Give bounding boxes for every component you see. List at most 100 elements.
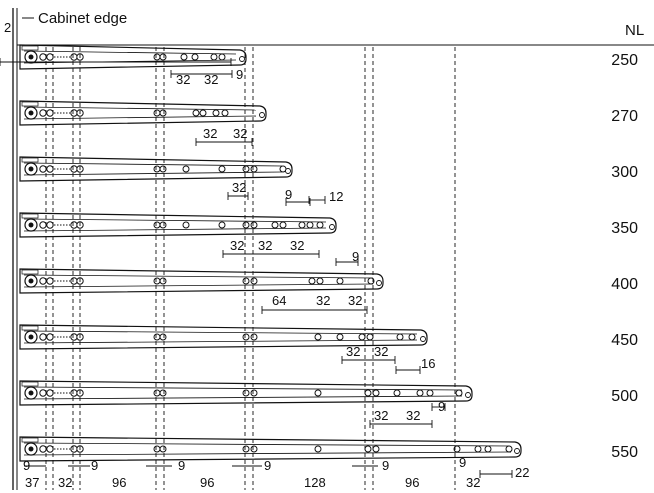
mounting-hole xyxy=(242,165,250,173)
drawer-rail xyxy=(19,100,267,126)
front-roller-hub xyxy=(28,390,34,396)
mounting-hole xyxy=(159,109,167,117)
rail-top-edge xyxy=(23,442,512,447)
mounting-hole xyxy=(153,277,161,285)
rear-roller xyxy=(514,448,520,454)
mounting-hole xyxy=(39,277,47,285)
mounting-hole xyxy=(39,221,47,229)
mounting-hole xyxy=(336,333,344,341)
mounting-hole xyxy=(271,221,279,229)
nl-label-500: 500 xyxy=(611,388,638,405)
rear-roller xyxy=(239,56,245,62)
mounting-hole xyxy=(242,445,250,453)
mounting-hole xyxy=(218,53,226,61)
mounting-hole xyxy=(159,165,167,173)
mounting-hole xyxy=(426,389,434,397)
rail-top-edge xyxy=(23,386,463,391)
rail-logo-mark xyxy=(21,157,39,163)
dim-270-a: 32 xyxy=(203,126,218,141)
mounting-hole xyxy=(316,277,324,285)
mounting-hole xyxy=(242,277,250,285)
mounting-hole xyxy=(39,333,47,341)
mounting-hole xyxy=(46,333,54,341)
mounting-hole xyxy=(242,333,250,341)
front-roller-hub xyxy=(28,54,34,60)
mounting-hole xyxy=(46,109,54,117)
dim-300-a: 32 xyxy=(232,180,247,195)
rail-body xyxy=(19,100,267,126)
cabinet-edge-label: Cabinet edge xyxy=(38,10,128,27)
mounting-hole xyxy=(70,333,78,341)
mounting-hole xyxy=(159,389,167,397)
front-roller-hub xyxy=(28,446,34,452)
drawer-rail xyxy=(19,324,428,350)
mounting-hole xyxy=(298,221,306,229)
bottom-nine-4: 9 xyxy=(264,458,272,473)
mounting-hole xyxy=(159,445,167,453)
rail-top-edge xyxy=(23,50,237,55)
mounting-hole xyxy=(474,445,482,453)
mounting-hole xyxy=(453,445,461,453)
dim-400-a: 9 xyxy=(352,249,360,264)
drawer-rail xyxy=(19,268,384,294)
mounting-hole xyxy=(70,53,78,61)
mounting-hole xyxy=(153,165,161,173)
mounting-hole xyxy=(182,165,190,173)
dimension-lines xyxy=(0,58,513,478)
mounting-hole xyxy=(210,53,218,61)
rail-top-edge xyxy=(23,330,418,335)
rail-logo-mark xyxy=(21,325,39,331)
rail-top-edge xyxy=(23,162,283,167)
nl-label-400: 400 xyxy=(611,276,638,293)
mounting-hole xyxy=(314,445,322,453)
dim-250-b: 32 xyxy=(204,72,219,87)
mounting-hole xyxy=(218,221,226,229)
mounting-hole xyxy=(372,445,380,453)
mounting-hole xyxy=(39,445,47,453)
mounting-hole xyxy=(159,221,167,229)
rail-logo-mark xyxy=(21,45,39,51)
mounting-hole xyxy=(250,389,258,397)
rail-bottom-edge xyxy=(23,59,237,64)
rails-group xyxy=(19,44,522,462)
mounting-hole xyxy=(180,53,188,61)
mounting-hole xyxy=(159,333,167,341)
mounting-hole xyxy=(39,109,47,117)
dim-350-c: 32 xyxy=(290,238,305,253)
mounting-hole xyxy=(358,333,366,341)
mounting-hole xyxy=(314,333,322,341)
mounting-hole xyxy=(218,165,226,173)
rail-bottom-edge xyxy=(23,227,327,232)
mounting-hole xyxy=(316,221,324,229)
dim-250-a: 32 xyxy=(176,72,191,87)
mounting-hole xyxy=(250,165,258,173)
dim-270-b: 32 xyxy=(233,126,248,141)
rail-bottom-edge xyxy=(23,171,283,176)
mounting-hole xyxy=(250,333,258,341)
spacing-label-1: 37 xyxy=(25,475,40,490)
bottom-nine-1: 9 xyxy=(23,458,31,473)
drawer-rail xyxy=(19,212,337,238)
spacing-label-2: 32 xyxy=(58,475,73,490)
mounting-hole xyxy=(212,109,220,117)
mounting-hole xyxy=(46,165,54,173)
mounting-hole xyxy=(70,445,78,453)
mounting-hole xyxy=(182,221,190,229)
mounting-hole xyxy=(159,53,167,61)
bottom-nine-6: 9 xyxy=(459,455,467,470)
front-roller-hub xyxy=(28,110,34,116)
mounting-hole xyxy=(39,165,47,173)
rail-body xyxy=(19,212,337,238)
mounting-hole xyxy=(336,277,344,285)
mounting-hole xyxy=(153,221,161,229)
dim-400-b: 64 xyxy=(272,293,287,308)
mounting-hole xyxy=(70,221,78,229)
dim-350-a: 32 xyxy=(230,238,245,253)
rail-bottom-edge xyxy=(23,115,257,120)
rail-bottom-edge xyxy=(23,283,374,288)
mounting-hole xyxy=(484,445,492,453)
mounting-hole xyxy=(306,221,314,229)
mounting-hole xyxy=(159,277,167,285)
mounting-hole xyxy=(367,277,375,285)
dim-300-b: 9 xyxy=(285,187,293,202)
